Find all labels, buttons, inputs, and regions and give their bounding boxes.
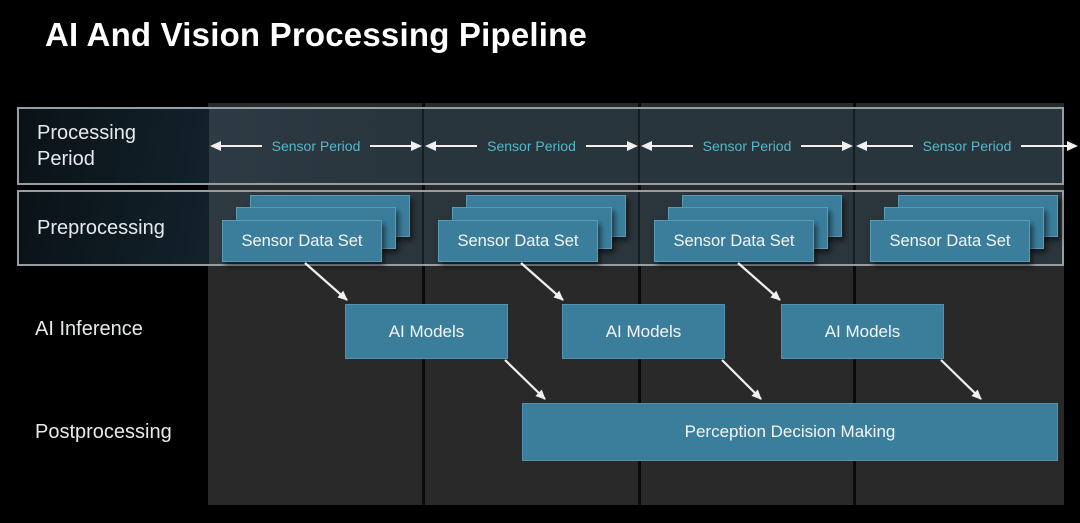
column-divider	[638, 109, 640, 183]
column-divider	[422, 192, 424, 264]
sensor-dataset-card: Sensor Data Set	[870, 220, 1030, 262]
sensor-dataset-stack: Sensor Data Set	[870, 195, 1060, 263]
arrow-left-icon	[425, 141, 436, 151]
sensor-period-label: Sensor Period	[487, 138, 576, 154]
sensor-period-label: Sensor Period	[271, 138, 361, 154]
sensor-dataset-stack: Sensor Data Set	[438, 195, 628, 263]
arrow-left-icon	[210, 141, 221, 151]
arrow-right-icon	[627, 141, 638, 151]
sensor-period-label: Sensor Period	[702, 138, 792, 154]
arrow-line	[585, 145, 627, 147]
sensor-period-label: Sensor Period	[922, 138, 1012, 154]
row-label-preprocessing: Preprocessing	[19, 192, 209, 264]
arrow-line	[867, 145, 913, 147]
ai-models-box: AI Models	[781, 304, 944, 359]
row-processing-period: Sensor Period Sensor Period Sensor Perio…	[17, 107, 1078, 185]
sensor-dataset-card: Sensor Data Set	[438, 220, 598, 262]
arrow-line	[652, 145, 693, 147]
column-divider	[422, 109, 424, 183]
row-label-processing-period: Processing Period	[19, 109, 209, 183]
sensor-dataset-card: Sensor Data Set	[222, 220, 382, 262]
perception-decision-box: Perception Decision Making	[522, 403, 1058, 461]
arrow-left-icon	[641, 141, 652, 151]
row-label-postprocessing: Postprocessing	[35, 421, 172, 443]
column-divider	[853, 109, 855, 183]
arrow-line	[221, 145, 262, 147]
column-divider	[853, 192, 855, 264]
arrow-right-icon	[411, 141, 422, 151]
sensor-period-span: Sensor Period	[641, 109, 853, 183]
column-divider	[638, 192, 640, 264]
row-preprocessing: Sensor Data Set Sensor Data Set Sensor D…	[17, 190, 1064, 266]
arrow-right-icon	[1067, 141, 1078, 151]
arrow-right-icon	[842, 141, 853, 151]
ai-models-box: AI Models	[345, 304, 508, 359]
ai-models-box: AI Models	[562, 304, 725, 359]
sensor-dataset-stack: Sensor Data Set	[222, 195, 412, 263]
arrow-line	[436, 145, 478, 147]
sensor-period-span: Sensor Period	[425, 109, 638, 183]
arrow-line	[1021, 145, 1067, 147]
sensor-period-span: Sensor Period	[210, 109, 422, 183]
arrow-line	[801, 145, 842, 147]
sensor-dataset-stack: Sensor Data Set	[654, 195, 844, 263]
arrow-line	[370, 145, 411, 147]
arrow-left-icon	[856, 141, 867, 151]
sensor-dataset-card: Sensor Data Set	[654, 220, 814, 262]
sensor-period-span: Sensor Period	[856, 109, 1078, 183]
page-title: AI And Vision Processing Pipeline	[45, 16, 588, 53]
row-label-ai-inference: AI Inference	[35, 318, 143, 340]
